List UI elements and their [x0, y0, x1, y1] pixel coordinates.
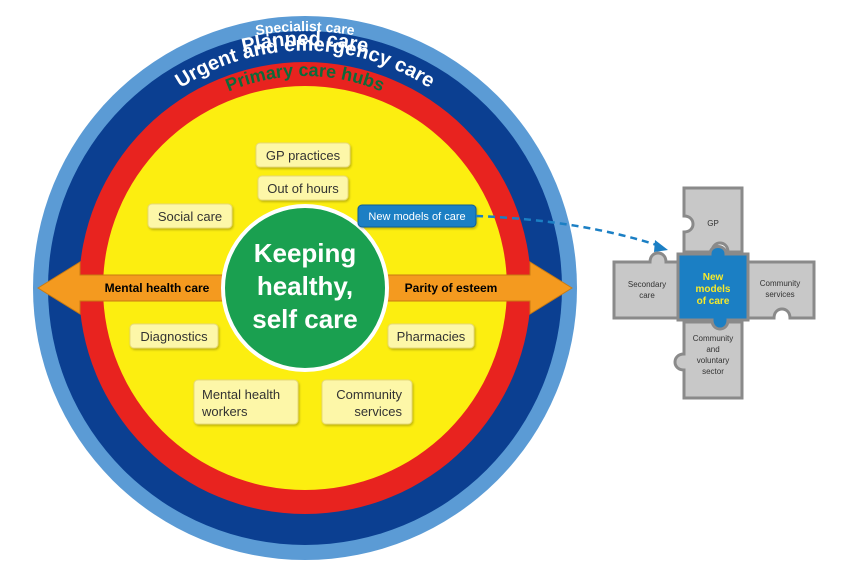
specialist-care-label: Specialist care [254, 18, 356, 38]
center-line-1: Keeping [254, 238, 357, 268]
pharmacies-text: Pharmacies [397, 329, 466, 344]
center-line-2: healthy, [257, 271, 353, 301]
new-models-text: New models of care [368, 211, 465, 223]
keeping-healthy-circle [221, 204, 389, 372]
puzzle-new-models-text-2: models [695, 284, 730, 295]
new-models-box: New models of care [357, 204, 477, 228]
puzzle-gp-text: GP [707, 219, 719, 228]
mental-health-care-label: Mental health care [105, 281, 210, 295]
puzzle-piece-community-services [744, 260, 816, 320]
puzzle-community-services-text-1: Community [760, 279, 800, 288]
parity-of-esteem-label: Parity of esteem [405, 281, 498, 295]
puzzle-community-services-text-2: services [765, 290, 794, 299]
puzzle-community-voluntary-text-3: voluntary [697, 356, 729, 365]
pharmacies-box: Pharmacies [387, 323, 475, 349]
diagnostics-text: Diagnostics [140, 329, 208, 344]
puzzle-secondary-text-2: care [639, 291, 655, 300]
out-of-hours-text: Out of hours [267, 181, 339, 196]
community-services-text-2: services [354, 404, 402, 419]
puzzle-community-voluntary-text-1: Community [693, 334, 733, 343]
gp-practices-box: GP practices [255, 142, 351, 168]
center-line-3: self care [252, 304, 358, 334]
connector-line [475, 214, 661, 248]
mental-health-workers-text-1: Mental health [202, 387, 280, 402]
community-services-text-1: Community [336, 387, 402, 402]
puzzle-secondary-text-1: Secondary [628, 280, 666, 289]
connector-arrow [475, 214, 668, 252]
connector-arrowhead [654, 240, 668, 252]
puzzle-new-models-text-1: New [703, 272, 724, 283]
puzzle-community-voluntary-text-2: and [706, 345, 719, 354]
puzzle-community-voluntary-text-4: sector [702, 367, 724, 376]
community-services-box: Community services [321, 379, 413, 425]
puzzle-piece-new-models [676, 245, 750, 331]
mental-health-workers-box: Mental health workers [193, 379, 299, 425]
social-care-text: Social care [158, 209, 222, 224]
out-of-hours-box: Out of hours [257, 175, 349, 201]
gp-practices-text: GP practices [266, 148, 341, 163]
puzzle-piece-community-voluntary [673, 320, 744, 400]
social-care-box: Social care [147, 203, 233, 229]
puzzle-cluster: GP Secondary care Community services Com… [612, 186, 816, 400]
diagnostics-box: Diagnostics [129, 323, 219, 349]
puzzle-new-models-text-3: of care [697, 296, 730, 307]
mental-health-workers-text-2: workers [201, 404, 248, 419]
